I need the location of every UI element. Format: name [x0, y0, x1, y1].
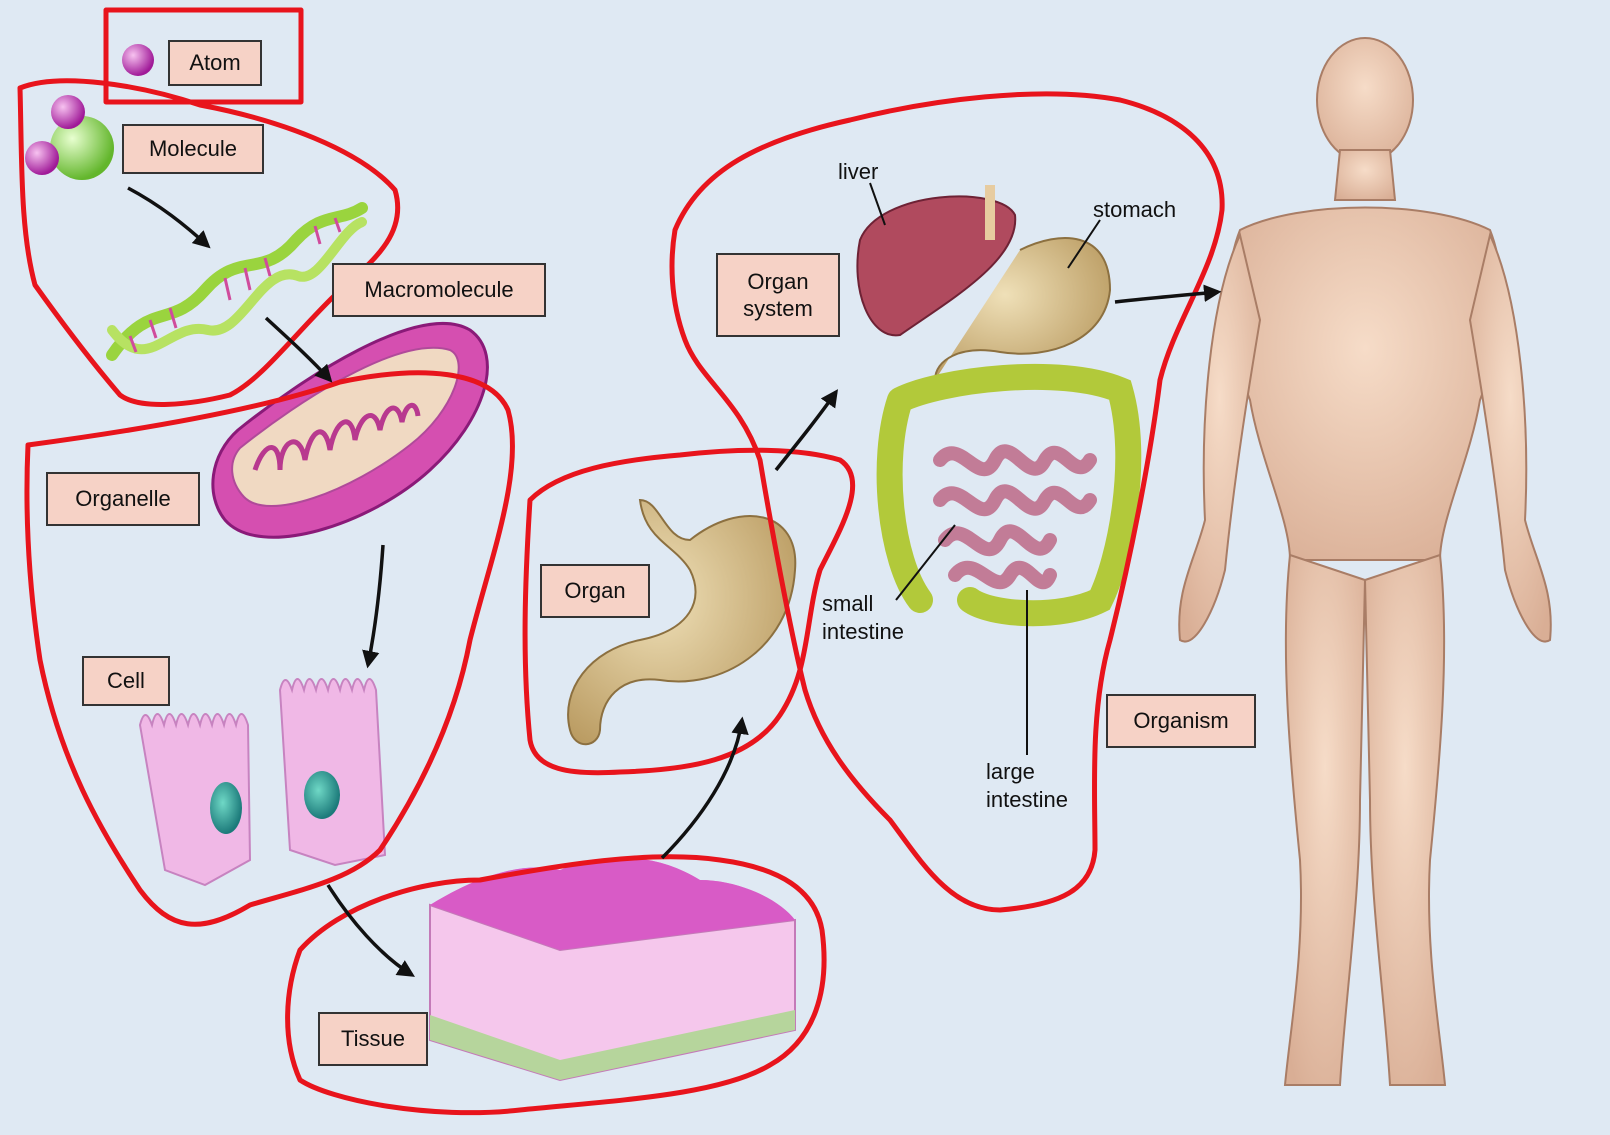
molecule-icon [25, 95, 114, 180]
arrow-tissue-to-organ [662, 720, 742, 858]
organ-system-label-line1: Organ [747, 268, 808, 296]
liver-annotation: liver [838, 158, 878, 186]
tissue-label: Tissue [318, 1012, 428, 1066]
molecule-label: Molecule [122, 124, 264, 174]
large-intestine-annotation: large intestine [986, 758, 1068, 813]
arrow-organelle-to-cell [368, 545, 383, 665]
arrow-organ-system-to-organism [1115, 292, 1218, 302]
arrow-molecule-to-macromolecule [128, 188, 208, 246]
macromolecule-label: Macromolecule [332, 263, 546, 317]
organism-label: Organism [1106, 694, 1256, 748]
dna-helix-icon [112, 208, 362, 355]
organ-system-label-line2: system [743, 295, 813, 323]
stomach-annotation: stomach [1093, 196, 1176, 224]
cell-label: Cell [82, 656, 170, 706]
organ-system-label: Organ system [716, 253, 840, 337]
organelle-label: Organelle [46, 472, 200, 526]
small-intestine-line2: intestine [822, 618, 904, 646]
small-intestine-annotation: small intestine [822, 590, 904, 645]
organ-label: Organ [540, 564, 650, 618]
tissue-block-icon [430, 858, 795, 1080]
cell-right-icon [280, 679, 385, 865]
cell-left-icon [140, 714, 250, 885]
atom-icon [122, 44, 154, 76]
atom-label: Atom [168, 40, 262, 86]
human-body-icon [1179, 38, 1551, 1085]
large-intestine-line2: intestine [986, 786, 1068, 814]
arrow-cell-to-tissue [328, 885, 412, 975]
digestive-system-icon [857, 185, 1128, 613]
mitochondrion-icon [213, 323, 488, 537]
arrow-macromolecule-to-organelle [266, 318, 330, 380]
large-intestine-line1: large [986, 758, 1068, 786]
small-intestine-line1: small [822, 590, 904, 618]
stomach-organ-icon [568, 500, 795, 744]
